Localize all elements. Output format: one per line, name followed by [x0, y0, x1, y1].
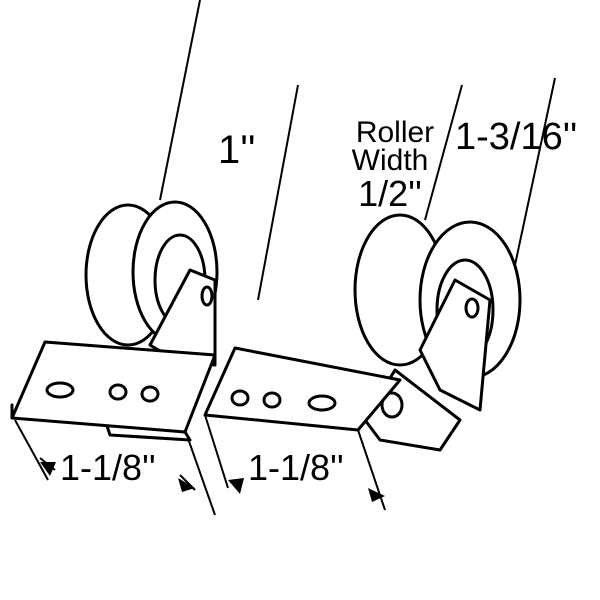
left-roller — [10, 200, 219, 442]
width-word-label: Width — [351, 144, 429, 177]
plate-width-left-label: 1-1/8'' — [60, 447, 156, 488]
roller-word-label: Roller — [355, 116, 435, 149]
height-right-label: 1-3/16'' — [455, 116, 578, 158]
plate-width-right-label: 1-1/8'' — [248, 447, 344, 488]
dimension-arrows — [39, 457, 385, 502]
height-left-label: 1'' — [218, 128, 256, 172]
right-roller — [203, 213, 522, 452]
roller-width-label: 1/2'' — [358, 173, 422, 214]
extension-lines — [14, 0, 556, 516]
